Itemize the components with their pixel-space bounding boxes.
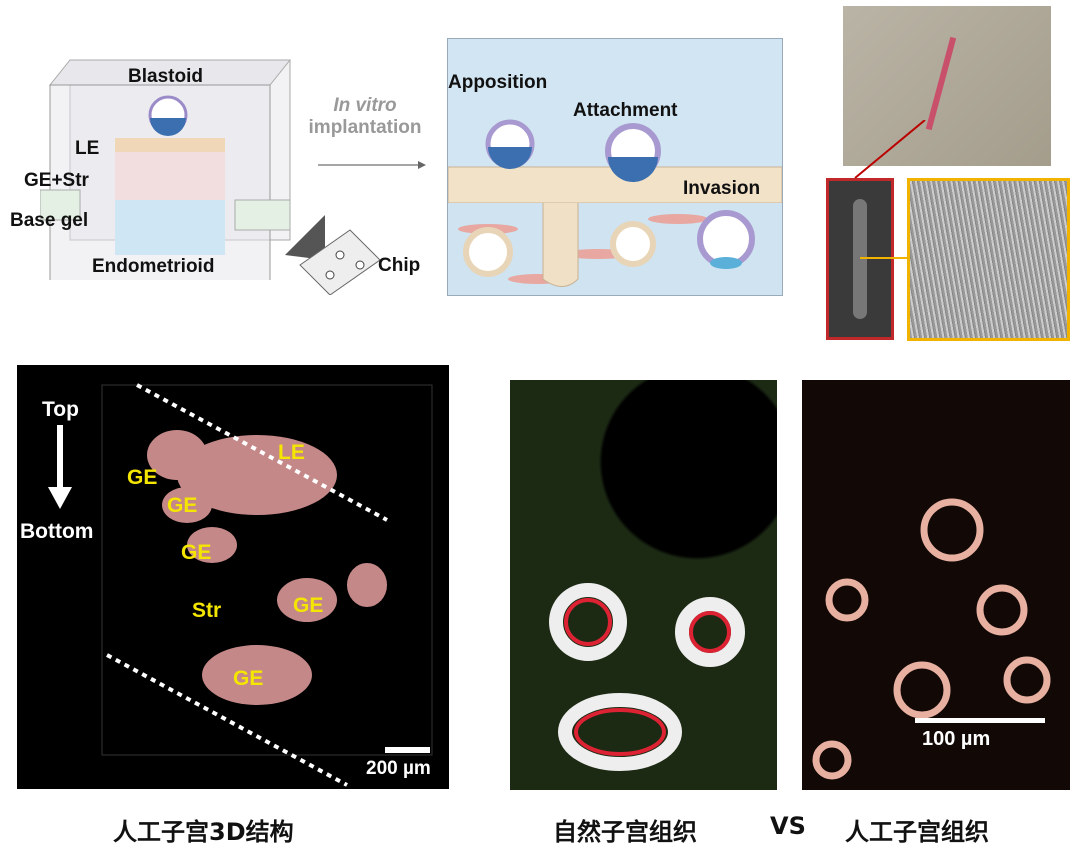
- chip-channel: [925, 36, 957, 131]
- caption-vs: VS: [770, 812, 806, 840]
- zoom-connector-line: [854, 120, 926, 179]
- 3d-structure-image: [17, 365, 449, 789]
- caption-natural-tissue: 自然子宫组织: [553, 818, 697, 846]
- artificial-uterus-image: [802, 380, 1070, 790]
- label-ge-4: GE: [293, 594, 324, 617]
- scale-bar-100: 100 µm: [922, 728, 991, 750]
- chip-photo: [843, 6, 1051, 166]
- scale-bar-200: 200 µm: [366, 758, 431, 779]
- label-ge-5: GE: [233, 667, 264, 690]
- label-str: Str: [192, 599, 222, 622]
- cube-drawing: [39, 59, 292, 286]
- in-vitro-implantation-label: In vitro implantation: [300, 95, 430, 139]
- artificial-tissue-render: [812, 498, 1051, 780]
- natural-tissue-render: [549, 583, 745, 771]
- label-blastoid: Blastoid: [128, 66, 203, 87]
- arrow-text-1: In vitro: [333, 95, 397, 116]
- endometrioid-cube-schematic: [39, 40, 300, 286]
- label-apposition: Apposition: [448, 72, 548, 93]
- label-invasion: Invasion: [683, 178, 761, 199]
- 3d-render: [101, 383, 433, 787]
- label-le: LE: [75, 138, 100, 159]
- gel-texture-closeup: [907, 178, 1070, 341]
- label-base-gel: Base gel: [10, 210, 89, 231]
- label-chip: Chip: [378, 255, 421, 276]
- implantation-drawing: [447, 119, 783, 295]
- implantation-stages-panel: [447, 38, 783, 296]
- caption-artificial-tissue: 人工子宫组织: [845, 818, 989, 846]
- arrow-down-icon: [48, 425, 72, 509]
- caption-3d-structure: 人工子宫3D结构: [113, 818, 294, 846]
- natural-uterus-image: [510, 380, 777, 790]
- label-ge-str: GE+Str: [24, 170, 89, 191]
- label-ge-3: GE: [181, 541, 212, 564]
- arrow-right-icon: [318, 161, 426, 169]
- zoom-connector-line-2: [860, 257, 910, 259]
- chip-icon: [285, 215, 381, 295]
- arrow-text-2: implantation: [308, 117, 422, 138]
- label-bottom: Bottom: [20, 520, 94, 543]
- label-top: Top: [42, 398, 79, 421]
- label-endometrioid: Endometrioid: [92, 256, 215, 277]
- label-attachment: Attachment: [573, 100, 678, 121]
- label-ge-2: GE: [167, 494, 198, 517]
- label-le-3d: LE: [278, 441, 305, 464]
- label-ge-1: GE: [127, 466, 158, 489]
